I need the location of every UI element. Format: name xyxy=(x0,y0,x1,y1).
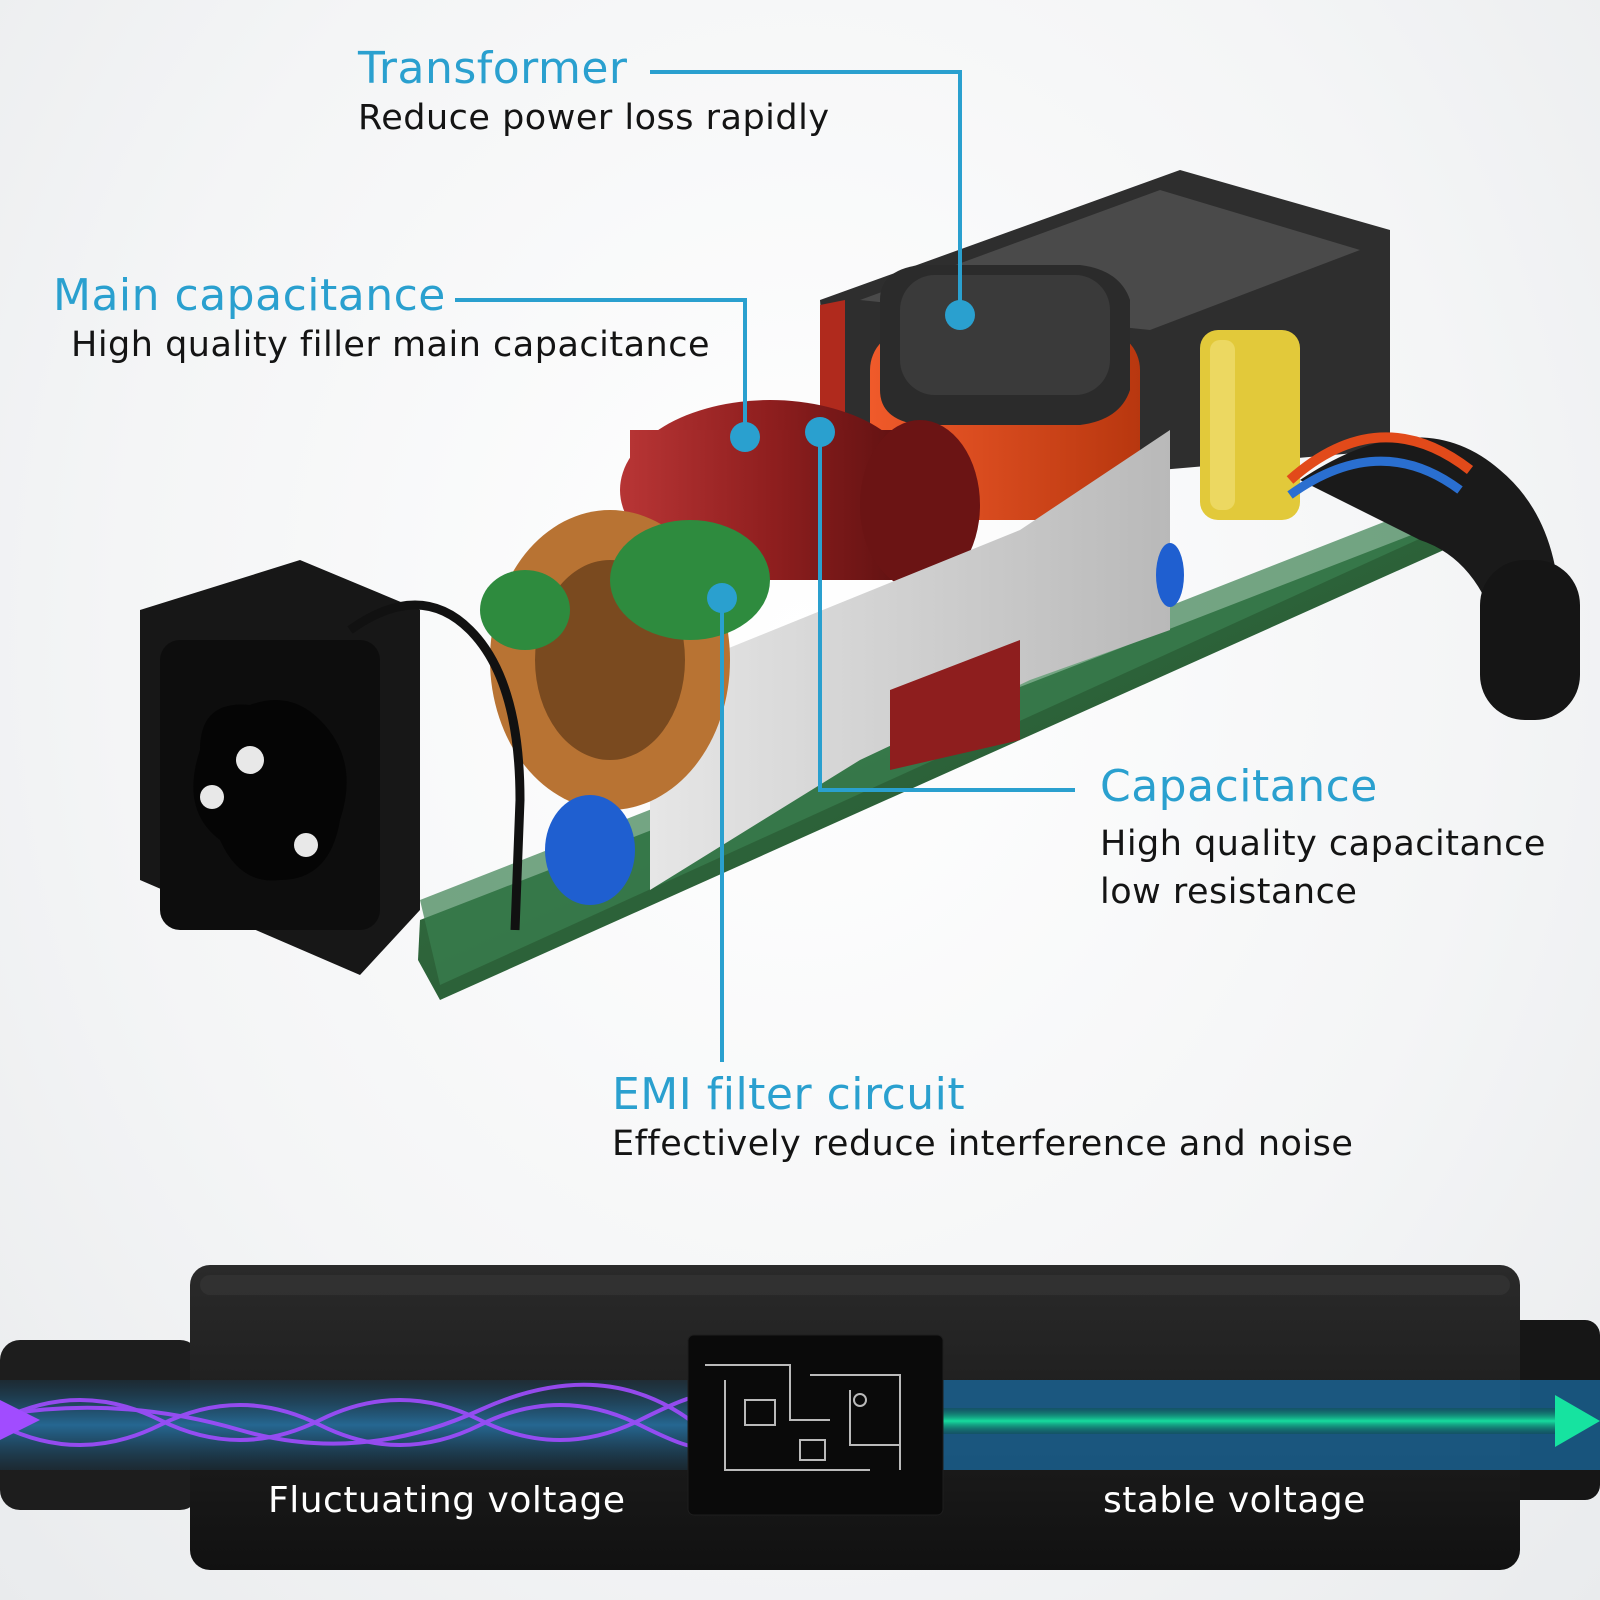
transformer-marker xyxy=(945,300,975,330)
transformer-description: Reduce power loss rapidly xyxy=(358,98,830,138)
callout-markers xyxy=(707,300,975,613)
emi-filter-callout: EMI filter circuit Effectively reduce in… xyxy=(612,1070,1353,1168)
main-capacitance-description: High quality filler main capacitance xyxy=(71,325,710,365)
main-capacitance-marker xyxy=(730,422,760,452)
transformer-title: Transformer xyxy=(358,43,628,94)
emi-filter-title: EMI filter circuit xyxy=(612,1069,966,1120)
emi-filter-marker xyxy=(707,583,737,613)
callout-leaders xyxy=(455,70,1075,1062)
transformer-callout: Transformer Reduce power loss rapidly xyxy=(358,44,830,142)
arrow-right-icon xyxy=(1555,1395,1600,1447)
capacitance-marker xyxy=(805,417,835,447)
capacitance-description-line1: High quality capacitance xyxy=(1100,824,1546,864)
blue-y-capacitor xyxy=(545,795,635,905)
emi-filter-description: Effectively reduce interference and nois… xyxy=(612,1124,1354,1164)
main-capacitance-leader-line xyxy=(455,298,747,437)
output-cable xyxy=(1300,437,1560,700)
cable-strain-relief xyxy=(1480,560,1580,720)
fluctuating-wave xyxy=(0,1382,701,1449)
transformer-core-top xyxy=(900,275,1110,395)
shield-plate xyxy=(650,430,1170,890)
socket-wire xyxy=(347,600,525,931)
circuit-schematic-icon xyxy=(687,1334,944,1516)
capacitance-leader-line xyxy=(818,432,1075,792)
stable-voltage-label: stable voltage xyxy=(1103,1480,1366,1521)
ac-socket-icon xyxy=(160,640,380,930)
capacitance-callout: Capacitance High quality capacitance low… xyxy=(1100,762,1546,916)
transformer-leader-line xyxy=(650,70,962,315)
capacitance-title: Capacitance xyxy=(1100,761,1378,812)
main-capacitance-callout: Main capacitance High quality filler mai… xyxy=(53,271,710,369)
capacitance-description-line2: low resistance xyxy=(1100,872,1358,912)
fluctuating-voltage-label: Fluctuating voltage xyxy=(268,1480,626,1521)
main-capacitance-title: Main capacitance xyxy=(53,270,446,321)
input-voltage-beam xyxy=(0,1380,690,1470)
